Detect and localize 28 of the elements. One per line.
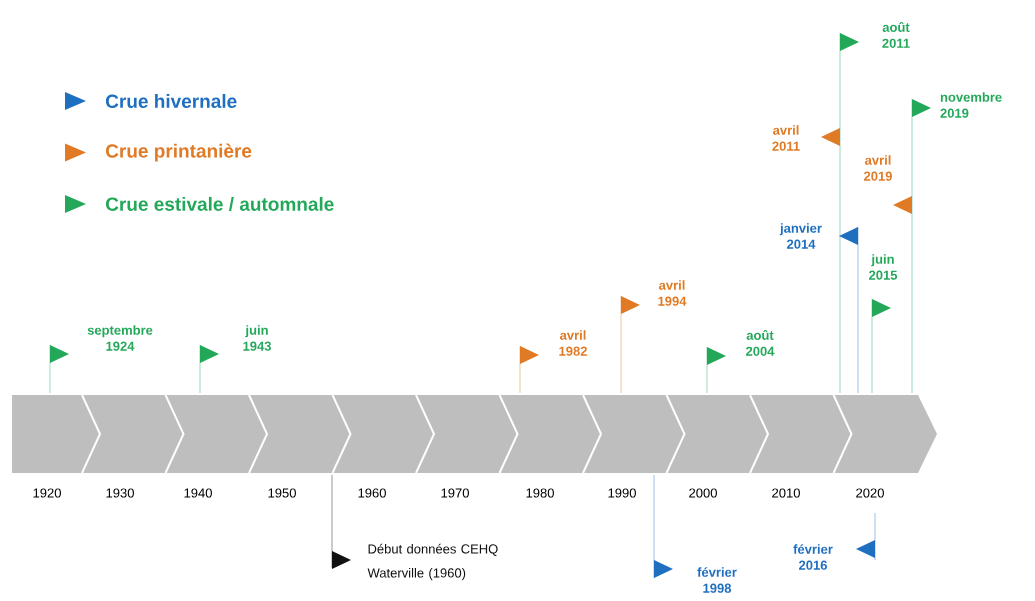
legend-label: Crue printanière bbox=[106, 143, 252, 162]
event-label: août 2004 bbox=[746, 330, 775, 356]
year-label: 2010 bbox=[772, 488, 800, 498]
event-label: juin 1943 bbox=[243, 325, 271, 351]
year-label: 1960 bbox=[358, 488, 386, 498]
event-label: avril 2011 bbox=[772, 125, 800, 151]
event-label: septembre 1924 bbox=[87, 325, 153, 351]
year-label: 2000 bbox=[689, 488, 717, 498]
legend-label: Crue hivernale bbox=[106, 94, 237, 108]
year-label: 1970 bbox=[441, 488, 469, 498]
event-label: janvier 2014 bbox=[779, 223, 822, 249]
year-label: 1920 bbox=[33, 488, 61, 498]
event-label: avril 2019 bbox=[864, 155, 892, 181]
legend-label: Crue estivale / automnale bbox=[106, 196, 334, 212]
year-label: 1950 bbox=[268, 488, 296, 498]
event-label: novembre 2019 bbox=[940, 92, 1002, 118]
year-label: 1980 bbox=[526, 488, 554, 498]
event-label: août 2011 bbox=[882, 22, 910, 48]
event-label: juin 2015 bbox=[869, 254, 898, 280]
note-text: Début données CEHQ Waterville (1960) bbox=[367, 543, 498, 581]
event-label: avril 1982 bbox=[559, 330, 587, 356]
event-label: février 2016 bbox=[793, 544, 833, 570]
year-label: 1940 bbox=[184, 488, 212, 498]
event-label: avril 1994 bbox=[658, 280, 687, 306]
year-label: 2020 bbox=[856, 488, 884, 498]
year-label: 1930 bbox=[106, 488, 134, 498]
event-label: février 1998 bbox=[697, 567, 737, 593]
year-label: 1990 bbox=[608, 488, 636, 498]
